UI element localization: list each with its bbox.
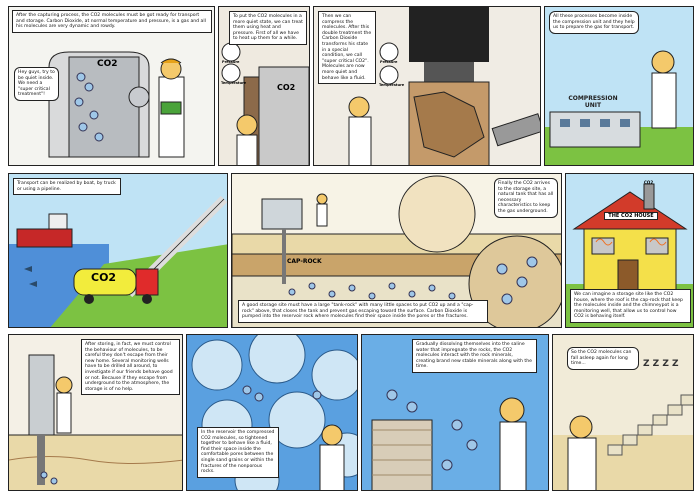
panel-6: CAP-ROCK Finally the CO2 arrives to the … <box>231 173 562 328</box>
panel-3-gauge-temperature: Temperature <box>379 83 405 87</box>
panel-4-caption: All these processes become inside the co… <box>549 11 639 34</box>
panel-3: Then we can compress the molecules. Afte… <box>313 6 541 166</box>
panel-2: To put the CO2 molecules in a more quiet… <box>218 6 310 166</box>
panel-1-art <box>9 7 214 165</box>
panel-1-tank-label: CO2 <box>97 59 118 69</box>
panel-7-caption: We can imagine a storage site like the C… <box>570 289 691 323</box>
panel-2-tank-label: CO2 <box>277 83 296 92</box>
panel-1: After the capturing process, the CO2 mol… <box>8 6 215 166</box>
panel-2-caption: To put the CO2 molecules in a more quiet… <box>229 11 307 45</box>
panel-11-art <box>553 335 693 490</box>
panel-4: All these processes become inside the co… <box>544 6 694 166</box>
panel-3-caption: Then we can compress the molecules. Afte… <box>318 11 376 85</box>
panel-1-caption: After the capturing process, the CO2 mol… <box>12 10 212 33</box>
panel-5-truck-label: CO2 <box>91 271 117 284</box>
panel-7: THE CO2 HOUSE CO2 We can imagine a stora… <box>565 173 694 328</box>
panel-11: So the CO2 molecules can fall asleep aga… <box>552 334 694 491</box>
panel-5: Transport can be realized by boat, by tr… <box>8 173 228 328</box>
panel-8: After storing, in fact, we must control … <box>8 334 183 491</box>
panel-5-art <box>9 174 227 327</box>
panel-5-caption: Transport can be realized by boat, by tr… <box>13 178 121 196</box>
panel-7-chimney-label: CO2 <box>644 180 654 185</box>
panel-1-speech: Hey guys, try to be quiet inside. We nee… <box>14 67 59 101</box>
panel-4-building-label: COMPRESSION UNIT <box>568 95 618 109</box>
panel-11-caption: So the CO2 molecules can fall asleep aga… <box>567 347 639 370</box>
panel-11-snore: Z Z Z Z <box>643 359 679 369</box>
panel-10: Gradually dissolving themselves into the… <box>361 334 549 491</box>
panel-9: In the reservoir the compressed CO2 mole… <box>186 334 358 491</box>
panel-2-gauge-pressure: Pressure <box>222 60 240 64</box>
panel-8-caption: After storing, in fact, we must control … <box>81 339 180 396</box>
panel-6-caption: A good storage site must have a large "t… <box>238 300 488 323</box>
panel-8-art <box>9 335 182 490</box>
panel-2-gauge-temperature: Temperature <box>221 81 247 85</box>
panel-6-bubble: Finally the CO2 arrives to the storage s… <box>494 178 558 218</box>
panel-6-caprock-label: CAP-ROCK <box>287 258 322 265</box>
panel-7-house-label: THE CO2 HOUSE <box>604 212 658 220</box>
panel-3-gauge-pressure: Pressure <box>380 60 398 64</box>
panel-9-caption: In the reservoir the compressed CO2 mole… <box>197 427 279 478</box>
panel-10-caption: Gradually dissolving themselves into the… <box>412 339 537 373</box>
